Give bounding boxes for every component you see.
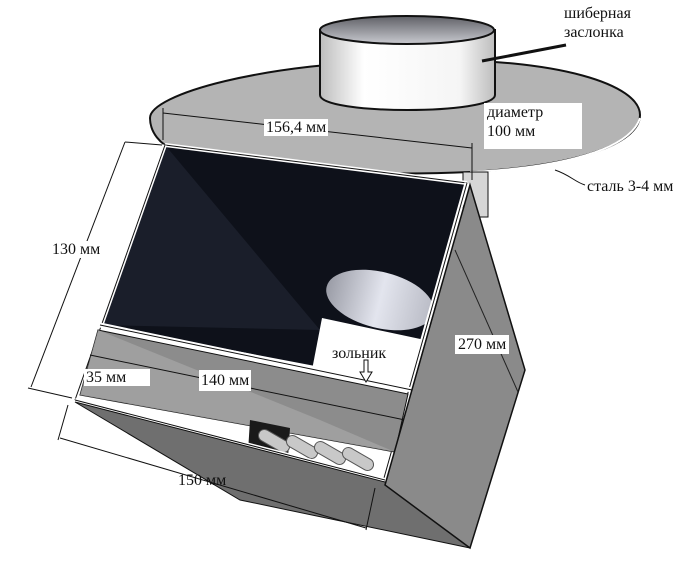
steel-thickness-label: сталь 3-4 мм <box>587 178 674 195</box>
height-label: 130 мм <box>50 241 103 258</box>
inner-width-label: 140 мм <box>199 370 252 391</box>
damper-leader-line <box>481 43 567 63</box>
diameter-label-line2: 100 мм <box>487 123 536 140</box>
grate-bars <box>257 429 375 471</box>
damper-label-line1: шиберная <box>564 5 631 22</box>
diameter-label: диаметр 100 мм <box>484 103 582 149</box>
damper-label: шиберная заслонка <box>562 5 633 41</box>
ash-pit <box>74 329 471 549</box>
dimension-height <box>27 141 163 399</box>
ash-pit-label: зольник <box>332 345 387 362</box>
side-panel <box>384 182 526 550</box>
ash-height-label: 35 мм <box>84 369 150 386</box>
bottom-width-label: 150 мм <box>178 472 227 489</box>
damper-label-line2: заслонка <box>564 24 624 41</box>
top-width-label: 156,4 мм <box>264 119 329 136</box>
steel-leader-line <box>554 169 586 186</box>
side-length-label: 270 мм <box>455 335 510 354</box>
dimension-bottom-width <box>57 404 376 531</box>
diameter-label-line1: диаметр <box>487 104 544 121</box>
ash-pit-arrow <box>359 359 373 383</box>
